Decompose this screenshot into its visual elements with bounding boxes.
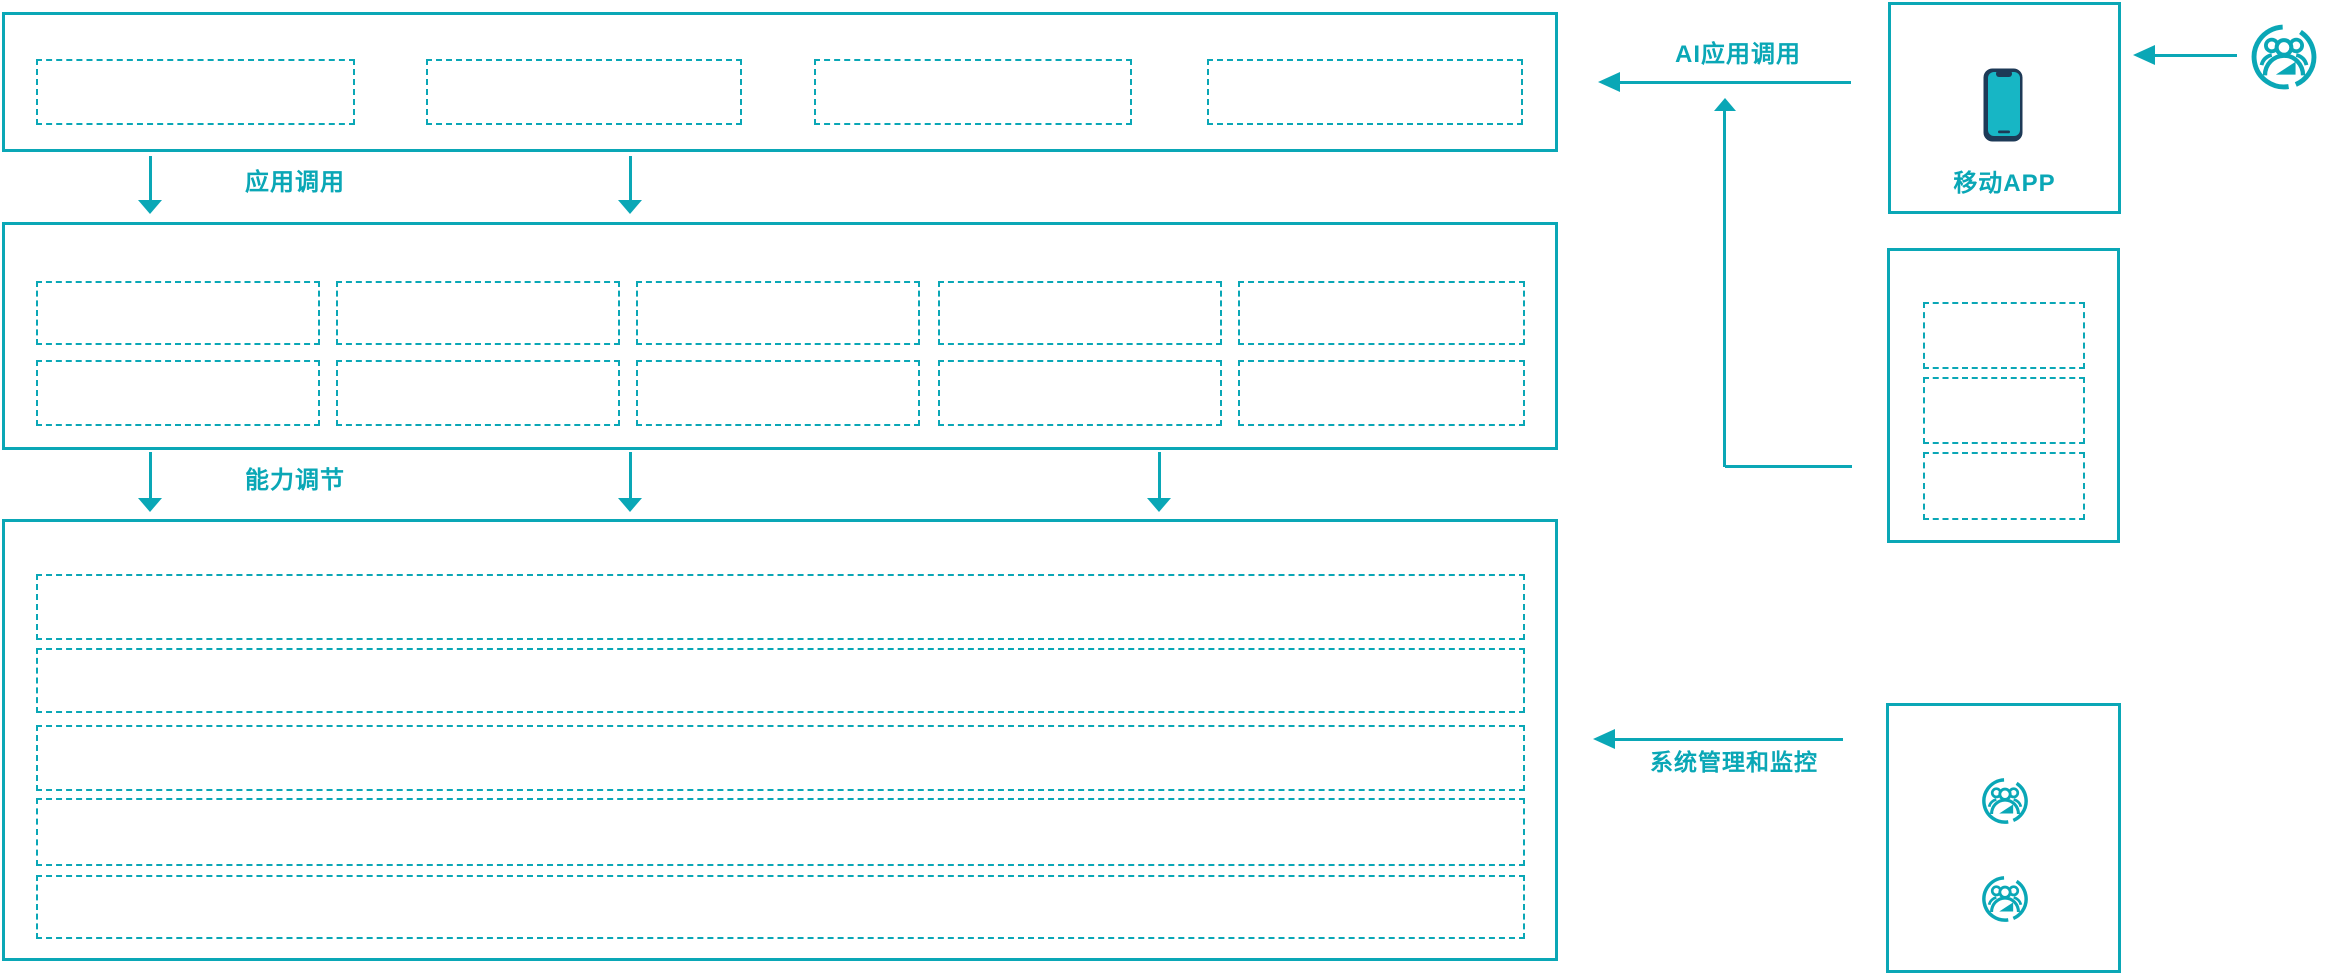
placeholder-box xyxy=(938,360,1222,426)
down-arrow-head xyxy=(618,498,642,512)
app-call-label: 应用调用 xyxy=(245,169,345,196)
elbow-horizontal-line xyxy=(1725,465,1852,468)
users-group-circle-icon xyxy=(2250,22,2318,92)
down-arrow-head xyxy=(138,200,162,214)
right-module-box xyxy=(1887,248,2120,543)
down-arrow-line xyxy=(149,156,152,200)
placeholder-box xyxy=(814,59,1132,125)
placeholder-box xyxy=(938,281,1222,345)
placeholder-box xyxy=(1923,452,2085,520)
placeholder-box xyxy=(36,59,355,125)
ai-app-call-label: AI应用调用 xyxy=(1675,41,1801,68)
ai-app-call-arrow-line xyxy=(1620,81,1851,84)
ai-app-call-arrow-head xyxy=(1598,72,1620,92)
down-arrow-head xyxy=(138,498,162,512)
users-group-circle-icon xyxy=(1980,875,2030,923)
capability-adjust-label: 能力调节 xyxy=(245,467,345,494)
smartphone-icon xyxy=(1983,68,2023,142)
bottom-panel xyxy=(2,519,1558,961)
system-mgmt-arrow-head xyxy=(1593,729,1615,749)
placeholder-box xyxy=(1238,360,1525,426)
system-mgmt-arrow-line xyxy=(1615,738,1843,741)
down-arrow-head xyxy=(618,200,642,214)
up-arrow-head xyxy=(1714,98,1736,111)
placeholder-box xyxy=(336,281,620,345)
elbow-vertical-line xyxy=(1723,111,1726,467)
down-arrow-line xyxy=(149,452,152,498)
placeholder-box xyxy=(1923,302,2085,369)
placeholder-box xyxy=(636,360,920,426)
admin-users-box xyxy=(1886,703,2121,973)
top-panel xyxy=(2,12,1558,152)
placeholder-box xyxy=(336,360,620,426)
placeholder-row xyxy=(36,725,1525,791)
placeholder-box xyxy=(1923,377,2085,444)
placeholder-box xyxy=(1207,59,1523,125)
down-arrow-line xyxy=(629,156,632,200)
down-arrow-head xyxy=(1147,498,1171,512)
system-mgmt-label: 系统管理和监控 xyxy=(1650,749,1818,775)
placeholder-box xyxy=(1238,281,1525,345)
placeholder-box xyxy=(636,281,920,345)
placeholder-box xyxy=(36,360,320,426)
placeholder-row xyxy=(36,875,1525,939)
down-arrow-line xyxy=(1158,452,1161,498)
user-to-app-arrow-line xyxy=(2155,54,2237,57)
placeholder-row xyxy=(36,574,1525,640)
placeholder-box xyxy=(36,281,320,345)
placeholder-row xyxy=(36,798,1525,866)
users-group-circle-icon xyxy=(1980,777,2030,825)
down-arrow-line xyxy=(629,452,632,498)
user-to-app-arrow-head xyxy=(2133,45,2155,65)
placeholder-row xyxy=(36,648,1525,713)
mobile-app-label: 移动APP xyxy=(1953,170,2056,197)
mobile-app-box: 移动APP xyxy=(1888,2,2121,214)
placeholder-box xyxy=(426,59,742,125)
middle-panel xyxy=(2,222,1558,450)
